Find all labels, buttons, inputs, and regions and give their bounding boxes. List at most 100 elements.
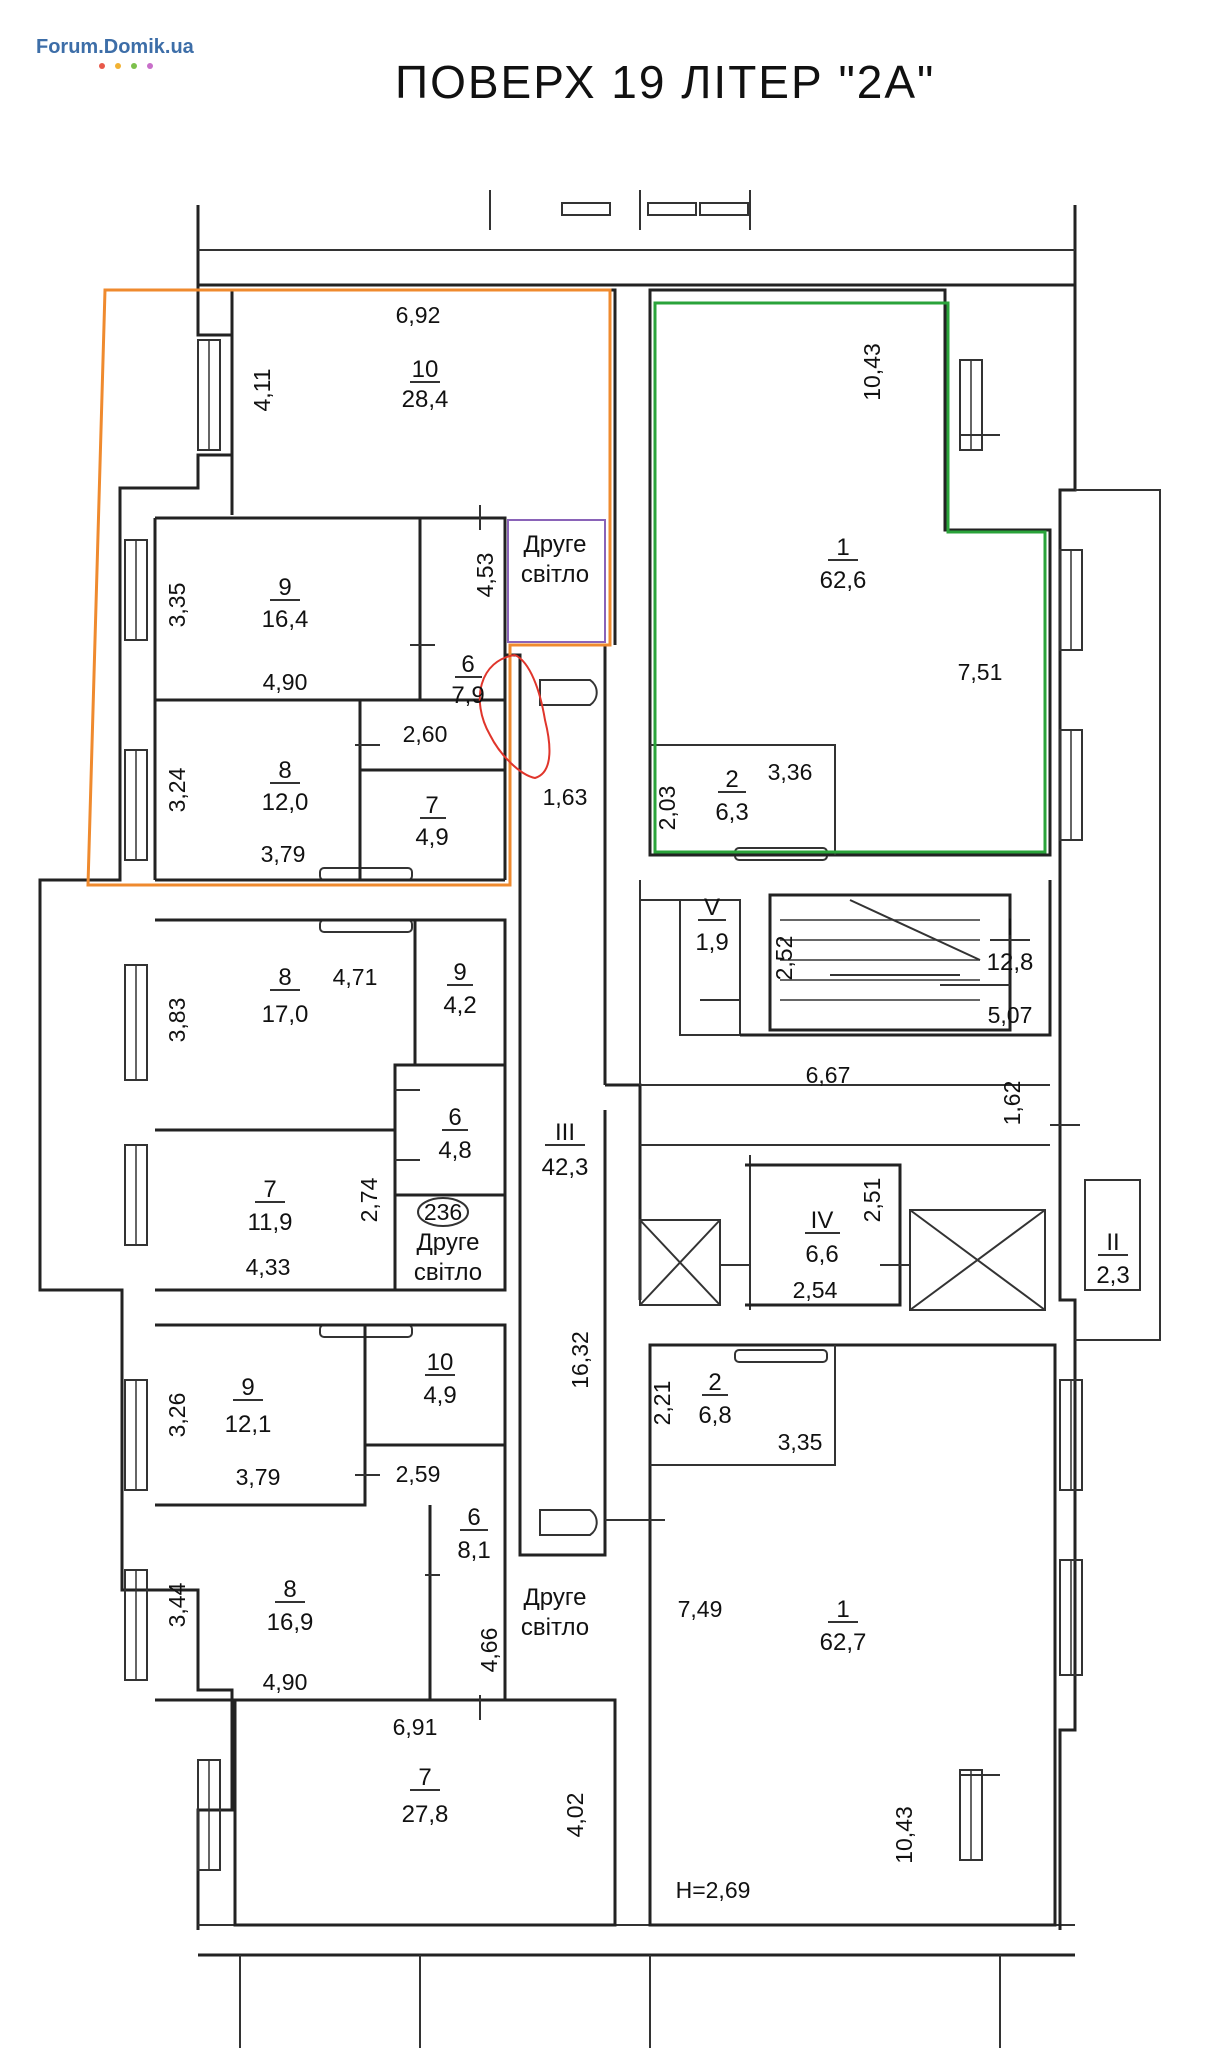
green-outline [653,301,1047,854]
door-marks [355,434,1080,1776]
room-9-upper-left: 9 16,4 [262,574,309,633]
annotations [86,288,1047,887]
room-1-lower-right: 1 62,7 [820,1596,867,1656]
svg-text:11,9: 11,9 [248,1209,293,1236]
purple-outline [507,519,606,643]
svg-text:3,44: 3,44 [164,1582,190,1627]
room-9-lower-left: 9 12,1 [225,1374,272,1438]
room-6-lower-left: 6 8,1 [457,1504,490,1564]
svg-text:3,35: 3,35 [164,583,190,628]
outer-walls [38,190,1161,2048]
apartment-upper-left [153,288,617,900]
svg-text:6: 6 [467,1504,480,1531]
svg-text:1: 1 [836,1596,849,1623]
svg-text:10,43: 10,43 [859,343,885,401]
svg-text:28,4: 28,4 [402,386,449,413]
svg-text:62,7: 62,7 [820,1629,867,1656]
svg-text:2: 2 [708,1369,721,1396]
svg-text:17,0: 17,0 [262,1001,309,1028]
svg-text:5,07: 5,07 [988,1002,1033,1028]
watermark-text[interactable]: Forum.Domik.ua [36,36,195,58]
svg-text:4,71: 4,71 [333,964,378,990]
room-1-upper-right: 1 62,6 [820,534,867,594]
svg-text:9: 9 [278,574,291,601]
second-light-upper-2: світло [521,561,589,588]
svg-text:III: III [555,1119,575,1146]
second-light-lower-1: Друге [524,1584,587,1611]
svg-text:6: 6 [461,651,474,678]
svg-text:10: 10 [427,1349,454,1376]
dimension-labels: 6,92 4,11 10,43 3,35 4,53 4,90 7,51 2,60… [164,302,1032,1903]
room-2-lower-right: 2 6,8 [698,1369,731,1429]
svg-text:1,62: 1,62 [999,1081,1025,1126]
room-6-middle-left: 6 4,8 [438,1104,471,1164]
svg-text:7,9: 7,9 [451,682,484,709]
svg-text:4,90: 4,90 [263,1669,308,1695]
svg-text:4,90: 4,90 [263,669,308,695]
circle-mark [417,1197,469,1227]
svg-text:4,66: 4,66 [476,1628,502,1673]
room-IV: IV 6,6 [805,1207,840,1268]
apartment-upper-right [648,288,1052,857]
svg-text:2,3: 2,3 [1096,1262,1129,1289]
svg-text:II: II [1106,1229,1119,1256]
room-7-lower-left: 7 27,8 [402,1764,449,1828]
svg-text:4,02: 4,02 [562,1793,588,1838]
room-I: I 12,8 [987,914,1034,976]
svg-text:8: 8 [278,757,291,784]
room-9-middle-left: 9 4,2 [443,959,476,1019]
svg-text:2,52: 2,52 [771,936,797,981]
room-labels: 10 28,4 9 16,4 6 7,9 8 12,0 7 4,9 1 62,6 [225,356,1130,1828]
svg-text:2,74: 2,74 [356,1177,382,1222]
svg-text:7: 7 [425,792,438,819]
second-light-upper-1: Друге [524,531,587,558]
room-2-upper-right: 2 6,3 [715,766,748,826]
svg-text:2,51: 2,51 [859,1178,885,1223]
svg-text:12,1: 12,1 [225,1411,272,1438]
svg-text:4,11: 4,11 [249,368,275,411]
svg-text:10,43: 10,43 [891,1806,917,1864]
room-II: II 2,3 [1096,1229,1129,1289]
orange-outline [86,288,612,887]
room-8-lower-left: 8 16,9 [267,1576,314,1636]
svg-text:12,0: 12,0 [262,789,309,816]
svg-text:6,92: 6,92 [396,302,441,328]
svg-text:4,9: 4,9 [415,824,448,851]
svg-text:16,4: 16,4 [262,606,309,633]
svg-text:6,6: 6,6 [805,1241,838,1268]
svg-text:9: 9 [453,959,466,986]
room-III: III 42,3 [542,1119,589,1181]
second-light-lower-2: світло [521,1614,589,1641]
red-mark [478,654,551,780]
svg-text:I: I [1007,914,1014,941]
svg-text:7: 7 [263,1176,276,1203]
svg-text:4,33: 4,33 [246,1254,291,1280]
svg-text:1: 1 [836,534,849,561]
svg-text:2,03: 2,03 [654,786,680,831]
svg-text:IV: IV [811,1207,834,1234]
svg-text:62,6: 62,6 [820,567,867,594]
apartment-middle-left [155,918,507,1292]
svg-text:2: 2 [725,766,738,793]
svg-text:1,9: 1,9 [695,929,728,956]
room-10-lower-left: 10 4,9 [423,1349,456,1409]
svg-text:4,9: 4,9 [423,1382,456,1409]
svg-text:2,60: 2,60 [403,721,448,747]
svg-text:8: 8 [283,1576,296,1603]
apartment-lower-right [648,1343,1057,1927]
svg-text:3,79: 3,79 [261,841,306,867]
svg-text:3,35: 3,35 [778,1429,823,1455]
svg-text:3,83: 3,83 [164,998,190,1043]
svg-text:16,32: 16,32 [567,1331,593,1389]
svg-text:V: V [704,894,720,921]
second-light-middle-1: Друге [417,1229,480,1256]
svg-text:2,21: 2,21 [649,1381,675,1426]
svg-text:8,1: 8,1 [457,1537,490,1564]
svg-text:6,91: 6,91 [393,1714,438,1740]
svg-text:3,26: 3,26 [164,1393,190,1438]
svg-text:6,3: 6,3 [715,799,748,826]
room-7-upper-left: 7 4,9 [415,792,448,851]
svg-text:7: 7 [418,1764,431,1791]
svg-text:8: 8 [278,964,291,991]
circle-mark-label: 236 [424,1199,462,1225]
